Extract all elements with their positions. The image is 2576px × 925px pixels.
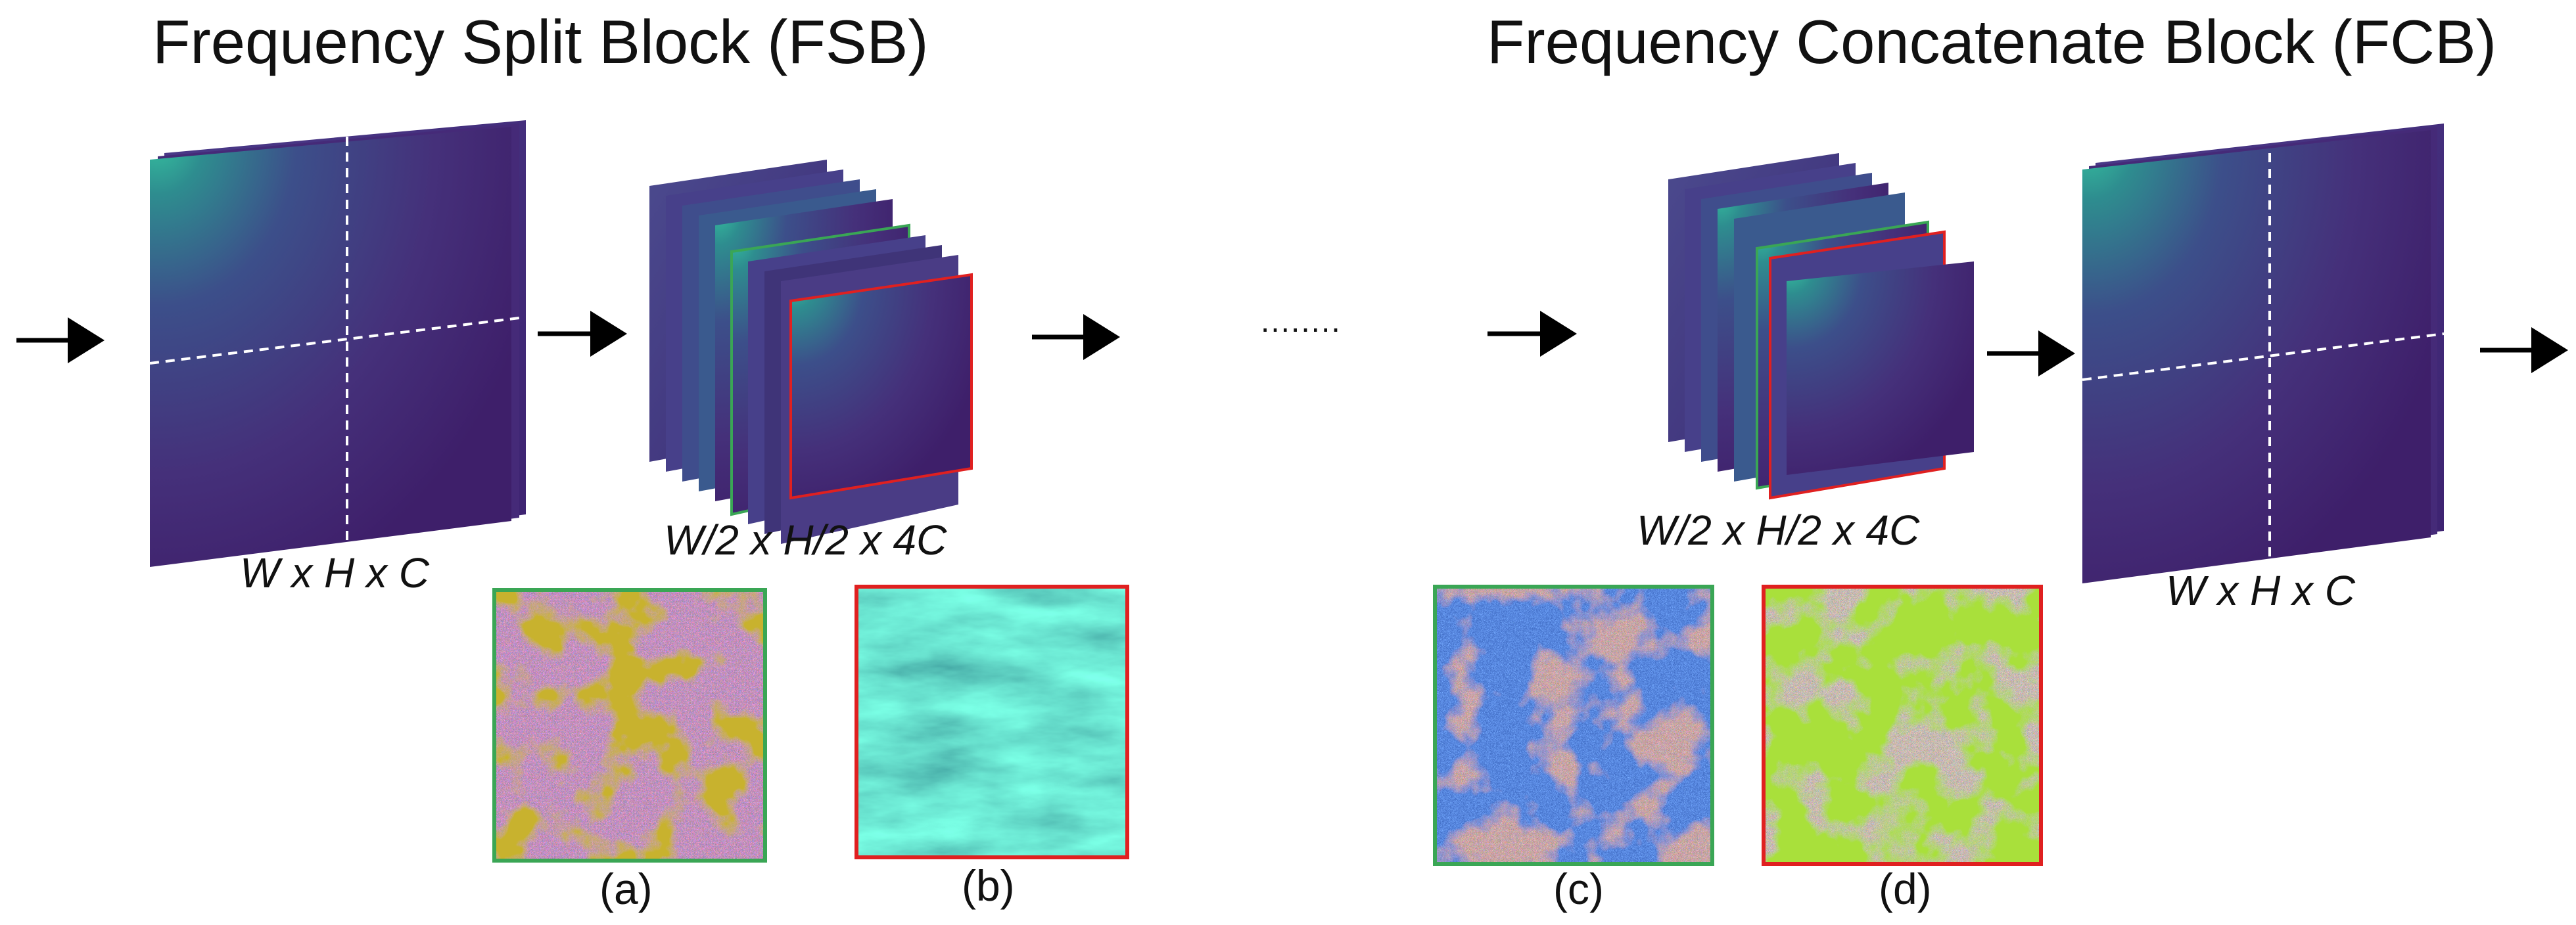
panel-d-image — [1762, 585, 2043, 866]
panel-b-caption: (b) — [962, 861, 1015, 910]
fsb-input-feature-map — [149, 120, 526, 567]
panel-a-caption: (a) — [599, 865, 653, 913]
fsb-output-dims-label: W/2 x H/2 x 4C — [664, 516, 947, 564]
panel-c-frame — [1433, 585, 1714, 866]
panel-b-image — [855, 585, 1129, 859]
fcb-output-feature-map — [2082, 124, 2445, 590]
panel-d-frame — [1762, 585, 2043, 866]
fcb-input-dims-label: W/2 x H/2 x 4C — [1637, 507, 1920, 554]
panel-c-image — [1433, 585, 1714, 866]
fsb-title: Frequency Split Block (FSB) — [152, 7, 929, 76]
fcb-output-split-horizontal — [2082, 332, 2445, 381]
fsb-input-front-layer — [150, 127, 511, 567]
fsb-slab-red — [789, 273, 973, 500]
fcb-title: Frequency Concatenate Block (FCB) — [1487, 7, 2496, 76]
panel-d-caption: (d) — [1879, 865, 1932, 913]
panel-b-frame — [855, 585, 1129, 859]
fcb-output-dims-label: W x H x C — [2166, 567, 2355, 614]
flow-arrows — [16, 311, 2568, 376]
fsb-output-feature-maps — [649, 160, 973, 544]
fcb-slab-front — [1787, 261, 1974, 475]
fsb-input-dims-label: W x H x C — [240, 549, 429, 597]
panel-a-frame — [492, 588, 767, 863]
ellipsis-separator: ........ — [1261, 304, 1342, 339]
panel-c-caption: (c) — [1553, 865, 1604, 913]
panel-a-image — [492, 588, 767, 863]
fcb-input-feature-maps — [1668, 153, 1974, 500]
